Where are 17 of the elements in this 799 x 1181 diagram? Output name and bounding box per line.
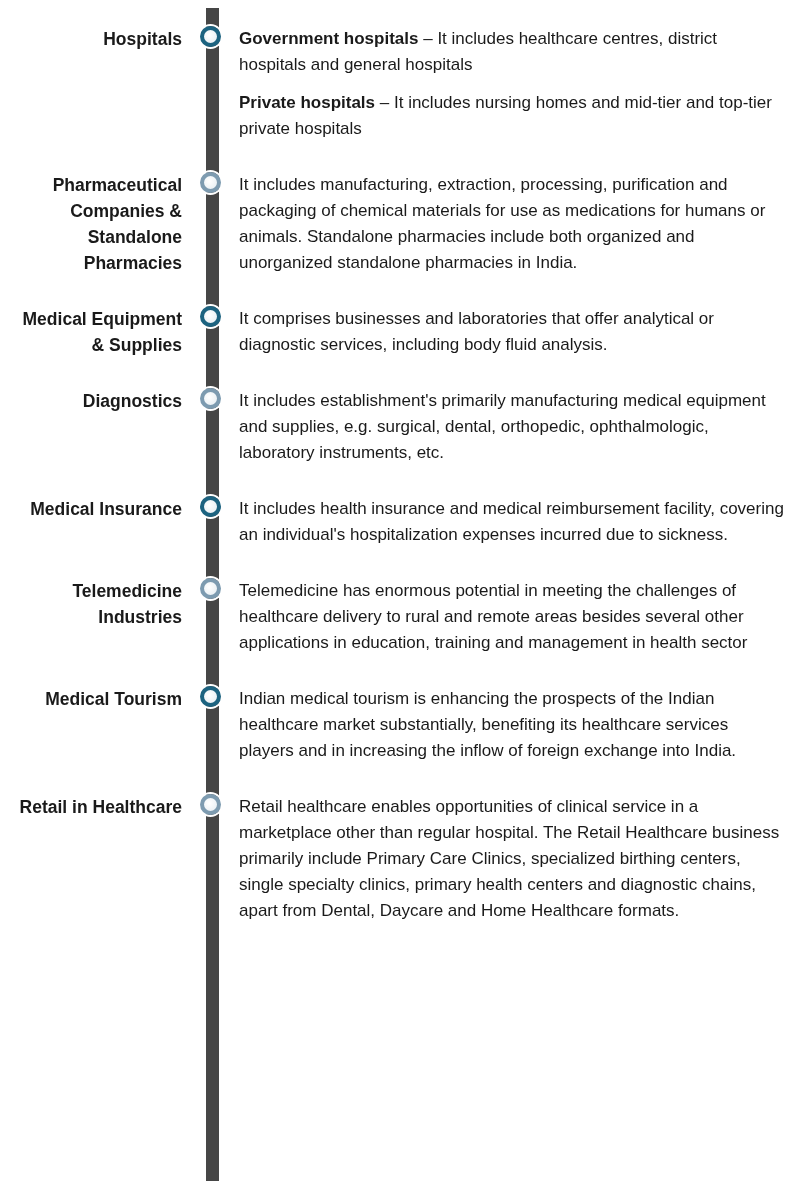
description-text: It includes health insurance and medical reimbursement facility, covering an individual's hospitalization expenses incurred due to sickness. — [239, 498, 785, 546]
description-text: Private hospitals – It includes nursing homes and mid-tier and top-tier private hospitals — [239, 92, 773, 140]
category-label: Diagnostics — [81, 390, 182, 413]
description-text: Government hospitals – It includes healthcare centres, district hospitals and general hospitals — [239, 28, 719, 76]
category-label: Telemedicine Industries — [71, 580, 182, 629]
category-label: Retail in Healthcare — [18, 796, 182, 819]
description-text: Retail healthcare enables opportunities of clinical service in a marketplace other than regular hospital. The Retail Healthcare business primarily include Primary Care Clinics, specialized birthing centers, single specialty clinics, primary health centers and diagnostic chains, apart from Dental, Daycare and Home Healthcare formats. — [239, 796, 781, 922]
category-label: Medical Equipment & Supplies — [21, 308, 182, 357]
category-label: Pharmaceutical Companies & Standalone Pharmacies — [51, 174, 182, 275]
description-text: Telemedicine has enormous potential in meeting the challenges of healthcare delivery to rural and remote areas besides several other applications in education, training and management in health sector — [239, 580, 749, 654]
category-label: Medical Insurance — [29, 498, 182, 521]
category-label: Hospitals — [102, 28, 182, 51]
description-text: It comprises businesses and laboratories that offer analytical or diagnostic services, including body fluid analysis. — [239, 308, 715, 356]
description-text: It includes manufacturing, extraction, processing, purification and packaging of chemical materials for use as medications for humans or animals. Standalone pharmacies include both organized and unorganized standalone pharmacies in India. — [239, 174, 767, 274]
description-text: It includes establishment's primarily manufacturing medical equipment and supplies, e.g. surgical, dental, orthopedic, ophthalmologic, laboratory instruments, etc. — [239, 390, 767, 464]
category-label: Medical Tourism — [44, 688, 182, 711]
description-text: Indian medical tourism is enhancing the prospects of the Indian healthcare market substantially, benefiting its healthcare services players and in increasing the inflow of foreign exchange into India. — [239, 688, 738, 762]
